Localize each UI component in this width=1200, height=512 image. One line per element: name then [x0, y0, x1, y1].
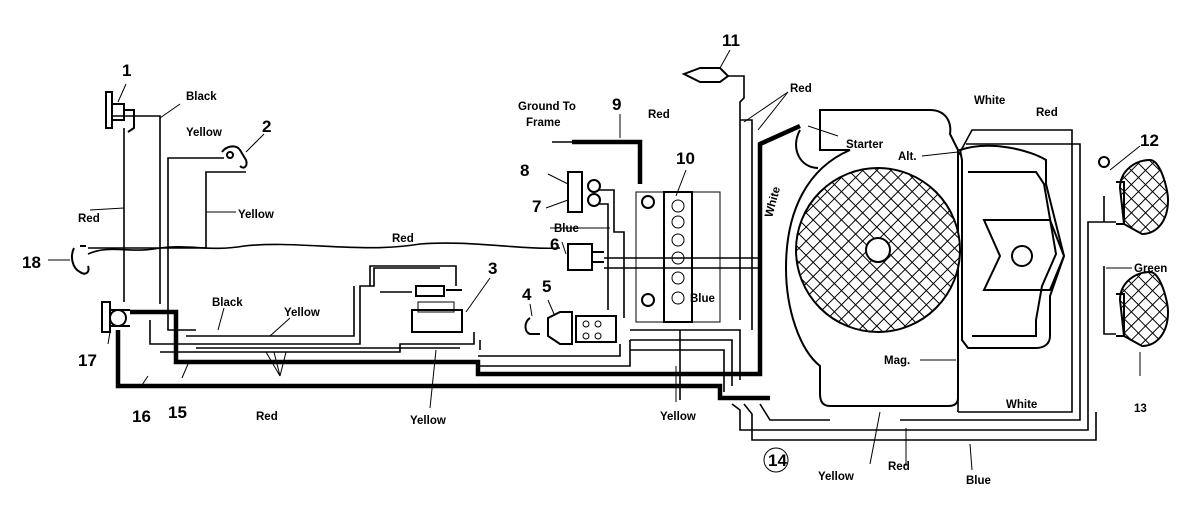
component-11-sensor: [681, 67, 730, 83]
label-yellow-bottom: Yellow: [818, 471, 854, 483]
label-ground-line1: Ground To: [518, 101, 576, 113]
part-number-6: 6: [550, 235, 559, 254]
label-white-vertical: White: [763, 185, 783, 218]
part-number-2: 2: [262, 117, 271, 136]
cable-9-ground: [572, 139, 643, 184]
label-black-1: Black: [186, 91, 217, 103]
label-red-bottom: Red: [256, 411, 278, 423]
part-number-3: 3: [488, 259, 497, 278]
component-13-headlight-lower: [1116, 270, 1170, 348]
label-blue-1: Blue: [554, 223, 579, 235]
label-white-bottom: White: [1006, 399, 1037, 411]
label-red-top: Red: [392, 233, 414, 245]
part-number-12: 12: [1140, 131, 1159, 150]
part-number-5: 5: [542, 277, 551, 296]
component-1-headlight-switch: [105, 91, 135, 133]
label-yellow-1: Yellow: [186, 127, 222, 139]
label-red-right: Red: [1036, 107, 1058, 119]
engine: [784, 109, 961, 407]
part-number-13: 13: [1134, 403, 1147, 415]
component-3-solenoid: [411, 285, 463, 333]
part-number-11: 11: [722, 31, 740, 50]
label-yellow-5: Yellow: [660, 411, 696, 423]
label-red-1: Red: [78, 213, 100, 225]
label-yellow-4: Yellow: [410, 415, 446, 427]
component-12-headlight-upper: [1098, 156, 1170, 236]
part-number-1: 1: [122, 61, 131, 80]
part-number-14: 14: [768, 451, 787, 470]
label-alt: Alt.: [898, 151, 917, 163]
component-17-ignition-switch: [101, 301, 130, 333]
part-numbers: 1 2 3 4 5 6 7 8 9 10 11 12 13 14 15 16 1…: [22, 31, 1159, 470]
label-ground-line2: Frame: [526, 117, 561, 129]
label-green: Green: [1134, 263, 1167, 275]
label-blue-2: Blue: [690, 293, 715, 305]
component-4-plug: [524, 317, 540, 335]
part-number-9: 9: [612, 95, 621, 114]
part-number-10: 10: [676, 149, 695, 168]
component-7-8-pto-switch: [567, 171, 601, 213]
component-10-terminal-block: [635, 191, 721, 323]
component-2-seat-switch: [221, 145, 248, 169]
label-mag: Mag.: [884, 355, 910, 367]
leader-lines: [48, 49, 1141, 473]
part-number-16: 16: [132, 407, 151, 426]
label-red-9: Red: [648, 109, 670, 121]
part-number-8: 8: [520, 161, 529, 180]
part-number-7: 7: [532, 197, 541, 216]
label-blue-bottom: Blue: [966, 475, 991, 487]
cable-16: [115, 330, 770, 401]
label-yellow-2: Yellow: [238, 209, 274, 221]
component-6-switch: [567, 243, 604, 271]
label-red-11: Red: [790, 83, 812, 95]
cable-15: [130, 123, 801, 377]
thin-wires: [87, 75, 1116, 441]
part-number-15: 15: [168, 403, 187, 422]
label-yellow-3: Yellow: [284, 307, 320, 319]
component-18-connector: [71, 245, 90, 275]
component-5-key-switch: [547, 311, 617, 345]
label-red-bottom-2: Red: [888, 461, 910, 473]
label-black-2: Black: [212, 297, 243, 309]
label-white-top: White: [974, 95, 1005, 107]
part-number-17: 17: [78, 351, 97, 370]
alternator-cover: [958, 144, 1066, 349]
part-number-18: 18: [22, 253, 41, 272]
wire-labels: Black Yellow Yellow Red Red Black Yellow…: [78, 83, 1167, 487]
part-number-4: 4: [522, 285, 532, 304]
label-starter: Starter: [846, 139, 884, 151]
